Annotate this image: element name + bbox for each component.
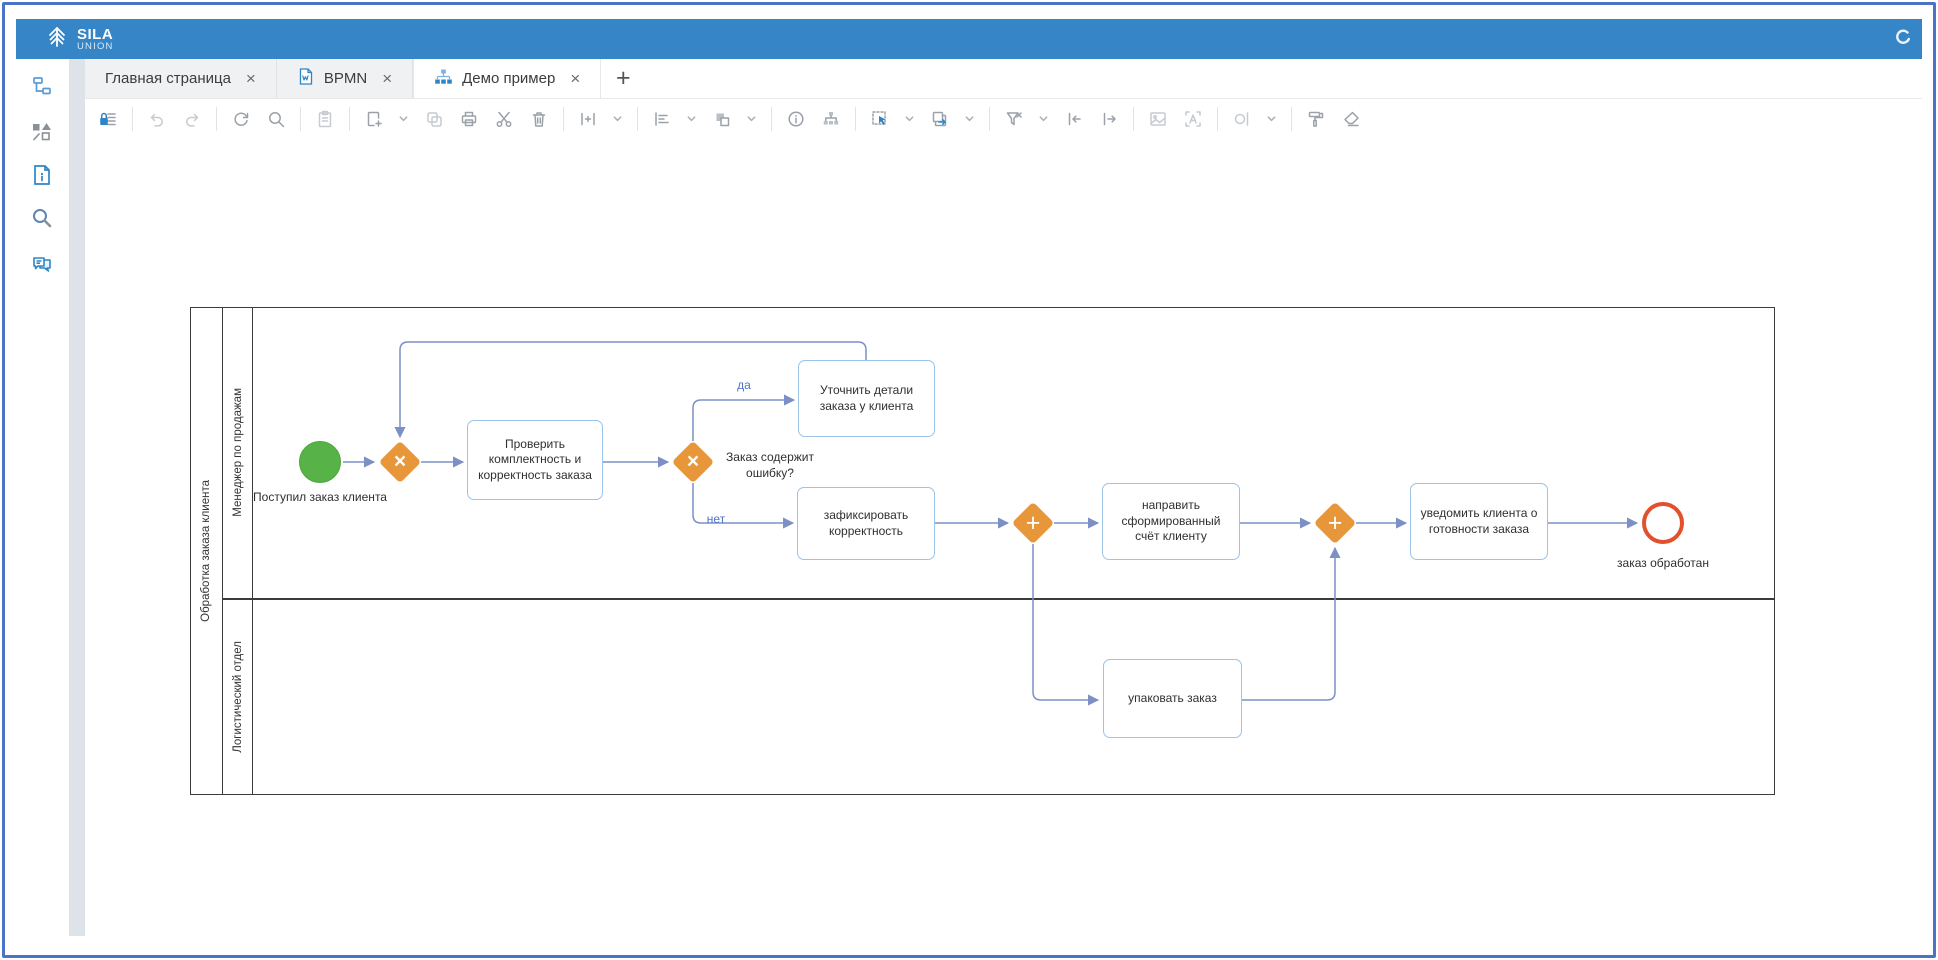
parallel-symbol: + — [1327, 508, 1343, 537]
close-icon[interactable]: × — [570, 69, 581, 88]
copy-icon[interactable] — [423, 108, 445, 130]
info-icon[interactable] — [785, 108, 807, 130]
lane-logistics[interactable]: Логистический отдел — [223, 598, 253, 795]
word-document-icon — [297, 67, 315, 90]
filter-icon[interactable] — [1003, 108, 1025, 130]
toolbar — [85, 100, 1922, 137]
chevron-down-icon[interactable] — [686, 113, 698, 125]
add-element-icon[interactable] — [363, 108, 385, 130]
task-record-correctness[interactable]: зафиксировать корректность — [797, 487, 935, 560]
sila-logo-icon — [44, 25, 70, 54]
parallel-gateway-join[interactable]: + — [1313, 501, 1357, 545]
tab-demo-example[interactable]: Демо пример × — [413, 59, 602, 98]
zoom-icon[interactable] — [265, 108, 287, 130]
undo-icon[interactable] — [146, 108, 168, 130]
task-notify-client[interactable]: уведомить клиента о готовности заказа — [1410, 483, 1548, 560]
align-icon[interactable] — [651, 108, 673, 130]
parallel-symbol: + — [1025, 508, 1041, 537]
search-icon[interactable] — [29, 205, 55, 231]
insert-node-icon[interactable] — [577, 108, 599, 130]
tab-bpmn[interactable]: BPMN × — [276, 59, 414, 98]
tab-label: Демо пример — [462, 70, 556, 87]
gateway-question-label: Заказ содержит ошибку? — [726, 450, 814, 480]
chevron-down-icon[interactable] — [1266, 113, 1278, 125]
parallel-gateway-split[interactable]: + — [1011, 501, 1055, 545]
end-event-label: заказ обработан — [1617, 556, 1709, 570]
task-pack-order[interactable]: упаковать заказ — [1103, 659, 1242, 738]
xor-symbol: × — [686, 450, 700, 473]
start-event-label: Поступил заказ клиента — [253, 490, 387, 504]
text-annotation-icon[interactable] — [1182, 108, 1204, 130]
task-clarify-details[interactable]: Уточнить детали заказа у клиента — [798, 360, 935, 437]
sidebar-splitter[interactable] — [69, 59, 85, 936]
task-send-invoice[interactable]: направить сформированный счёт клиенту — [1102, 483, 1240, 560]
refresh-icon[interactable] — [230, 108, 252, 130]
left-sidebar — [16, 59, 69, 950]
brand-title: SILA — [77, 25, 114, 43]
partial-select-icon[interactable] — [869, 108, 891, 130]
app-header: SILA UNION — [16, 19, 1922, 59]
arrange-icon[interactable] — [711, 108, 733, 130]
edge-label-yes: да — [737, 378, 751, 392]
task-check-order[interactable]: Проверить комплектность и корректность з… — [467, 420, 603, 500]
delete-icon[interactable] — [528, 108, 550, 130]
redo-icon[interactable] — [181, 108, 203, 130]
tab-label: BPMN — [323, 70, 368, 87]
image-icon[interactable] — [1147, 108, 1169, 130]
chevron-down-icon[interactable] — [746, 113, 758, 125]
shapes-palette-icon[interactable] — [29, 119, 55, 145]
model-tree-icon[interactable] — [29, 73, 55, 99]
eraser-icon[interactable] — [1340, 108, 1362, 130]
collapse-outgoing-icon[interactable] — [1098, 108, 1120, 130]
hierarchy-icon[interactable] — [820, 108, 842, 130]
tab-home[interactable]: Главная страница × — [85, 59, 277, 98]
comments-icon[interactable] — [29, 253, 55, 279]
tab-bar: Главная страница × BPMN × — [85, 59, 1922, 99]
pool-title-cell[interactable]: Обработка заказа клиента — [190, 307, 223, 795]
format-painter-icon[interactable] — [1305, 108, 1327, 130]
end-event[interactable] — [1642, 502, 1684, 544]
collapse-incoming-icon[interactable] — [1063, 108, 1085, 130]
diagram-model-icon — [434, 68, 453, 90]
chevron-down-icon[interactable] — [398, 113, 410, 125]
paste-icon[interactable] — [314, 108, 336, 130]
lane-label: Менеджер по продажам — [232, 388, 244, 517]
xor-symbol: × — [393, 450, 407, 473]
bpmn-pool[interactable] — [190, 307, 1775, 795]
shape-style-icon[interactable] — [1231, 108, 1253, 130]
chevron-down-icon[interactable] — [612, 113, 624, 125]
chevron-down-icon[interactable] — [964, 113, 976, 125]
sync-icon[interactable] — [1894, 28, 1912, 51]
lane-divider — [223, 598, 1775, 600]
new-tab-button[interactable]: + — [615, 64, 631, 92]
move-to-icon[interactable] — [929, 108, 951, 130]
diagram-canvas[interactable] — [85, 137, 1922, 950]
chevron-down-icon[interactable] — [1038, 113, 1050, 125]
close-icon[interactable]: × — [382, 69, 393, 88]
exclusive-gateway-error[interactable]: × — [671, 440, 715, 484]
lane-label-column — [223, 307, 253, 795]
brand: SILA UNION — [44, 25, 114, 54]
cut-icon[interactable] — [493, 108, 515, 130]
tab-label: Главная страница — [105, 70, 231, 87]
print-icon[interactable] — [458, 108, 480, 130]
document-info-icon[interactable] — [29, 162, 55, 188]
pool-title: Обработка заказа клиента — [200, 480, 212, 622]
close-icon[interactable]: × — [245, 69, 256, 88]
lane-label: Логистический отдел — [232, 640, 244, 753]
start-event[interactable] — [299, 441, 341, 483]
lock-list-icon[interactable] — [97, 108, 119, 130]
chevron-down-icon[interactable] — [904, 113, 916, 125]
edge-label-no: нет — [706, 512, 726, 526]
exclusive-gateway-merge[interactable]: × — [378, 440, 422, 484]
lane-sales-manager[interactable]: Менеджер по продажам — [223, 307, 253, 598]
brand-subtitle: UNION — [77, 40, 114, 52]
